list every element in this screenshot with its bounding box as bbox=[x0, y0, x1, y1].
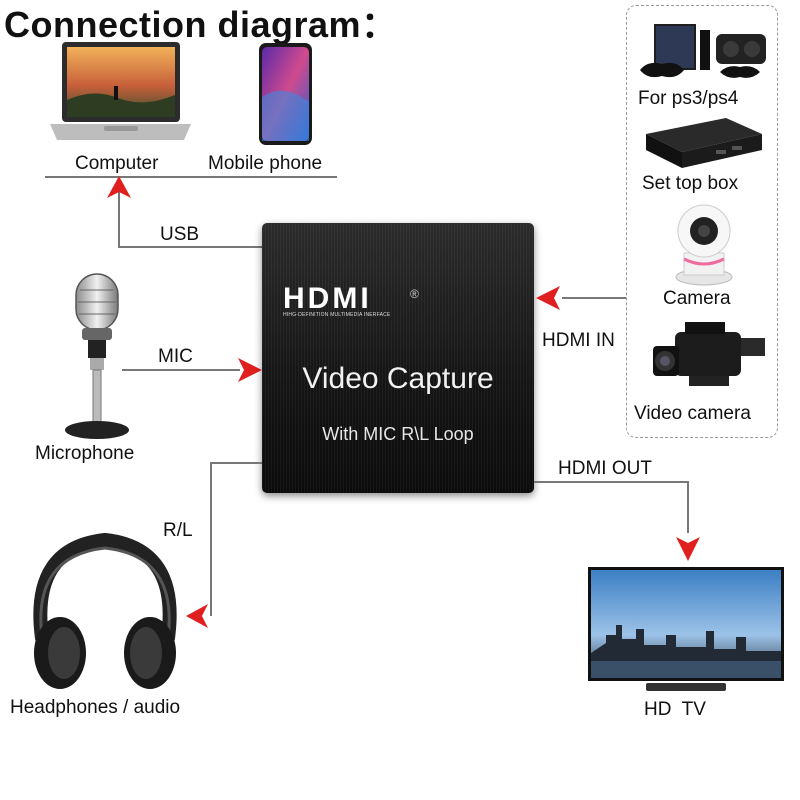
video-camera-icon bbox=[645, 318, 770, 398]
microphone-label: Microphone bbox=[35, 443, 134, 465]
hdmi-in-line bbox=[562, 297, 626, 299]
video-capture-device bbox=[262, 223, 534, 493]
set-top-box-icon bbox=[642, 116, 766, 170]
mic-arrow-right-icon bbox=[234, 357, 262, 383]
source-camera-label: Camera bbox=[663, 288, 731, 310]
usb-line-horizontal bbox=[118, 246, 262, 248]
registered-mark: ® bbox=[410, 287, 419, 301]
mic-label: MIC bbox=[158, 346, 193, 368]
mobile-phone-label: Mobile phone bbox=[208, 153, 322, 175]
source-video-camera-label: Video camera bbox=[634, 403, 751, 425]
tv-icon bbox=[586, 565, 786, 695]
computer-label: Computer bbox=[75, 153, 158, 175]
source-ps-label: For ps3/ps4 bbox=[638, 88, 738, 110]
hdmi-in-arrow-left-icon bbox=[536, 285, 564, 311]
mobile-phone-icon bbox=[258, 42, 313, 146]
microphone-icon bbox=[62, 270, 132, 450]
hdmi-in-label: HDMI IN bbox=[542, 330, 615, 352]
usb-label: USB bbox=[160, 224, 199, 246]
security-camera-icon bbox=[670, 203, 738, 287]
usb-arrow-up-icon bbox=[106, 176, 132, 202]
hdmi-out-line-horizontal bbox=[534, 481, 687, 483]
top-devices-line bbox=[45, 176, 337, 178]
device-subtitle: With MIC R\L Loop bbox=[262, 424, 534, 445]
source-stb-label: Set top box bbox=[642, 173, 738, 195]
device-name: Video Capture bbox=[262, 362, 534, 396]
hdmi-out-arrow-down-icon bbox=[675, 533, 701, 561]
hdmi-logo-subtitle: HIHG-DEFINITION MULTIMEDIA INERFACE bbox=[283, 312, 390, 318]
rl-line-horizontal bbox=[210, 462, 262, 464]
rl-line-vertical bbox=[210, 462, 212, 616]
hdmi-out-line-vertical bbox=[687, 481, 689, 533]
headphones-icon bbox=[20, 528, 190, 693]
mic-line bbox=[122, 369, 240, 371]
headphones-label: Headphones / audio bbox=[10, 697, 180, 719]
game-console-icon bbox=[636, 20, 771, 82]
tv-label: HD TV bbox=[644, 699, 706, 721]
laptop-icon bbox=[48, 40, 193, 150]
hdmi-logo: HDMI bbox=[283, 282, 372, 316]
hdmi-out-label: HDMI OUT bbox=[558, 458, 652, 480]
